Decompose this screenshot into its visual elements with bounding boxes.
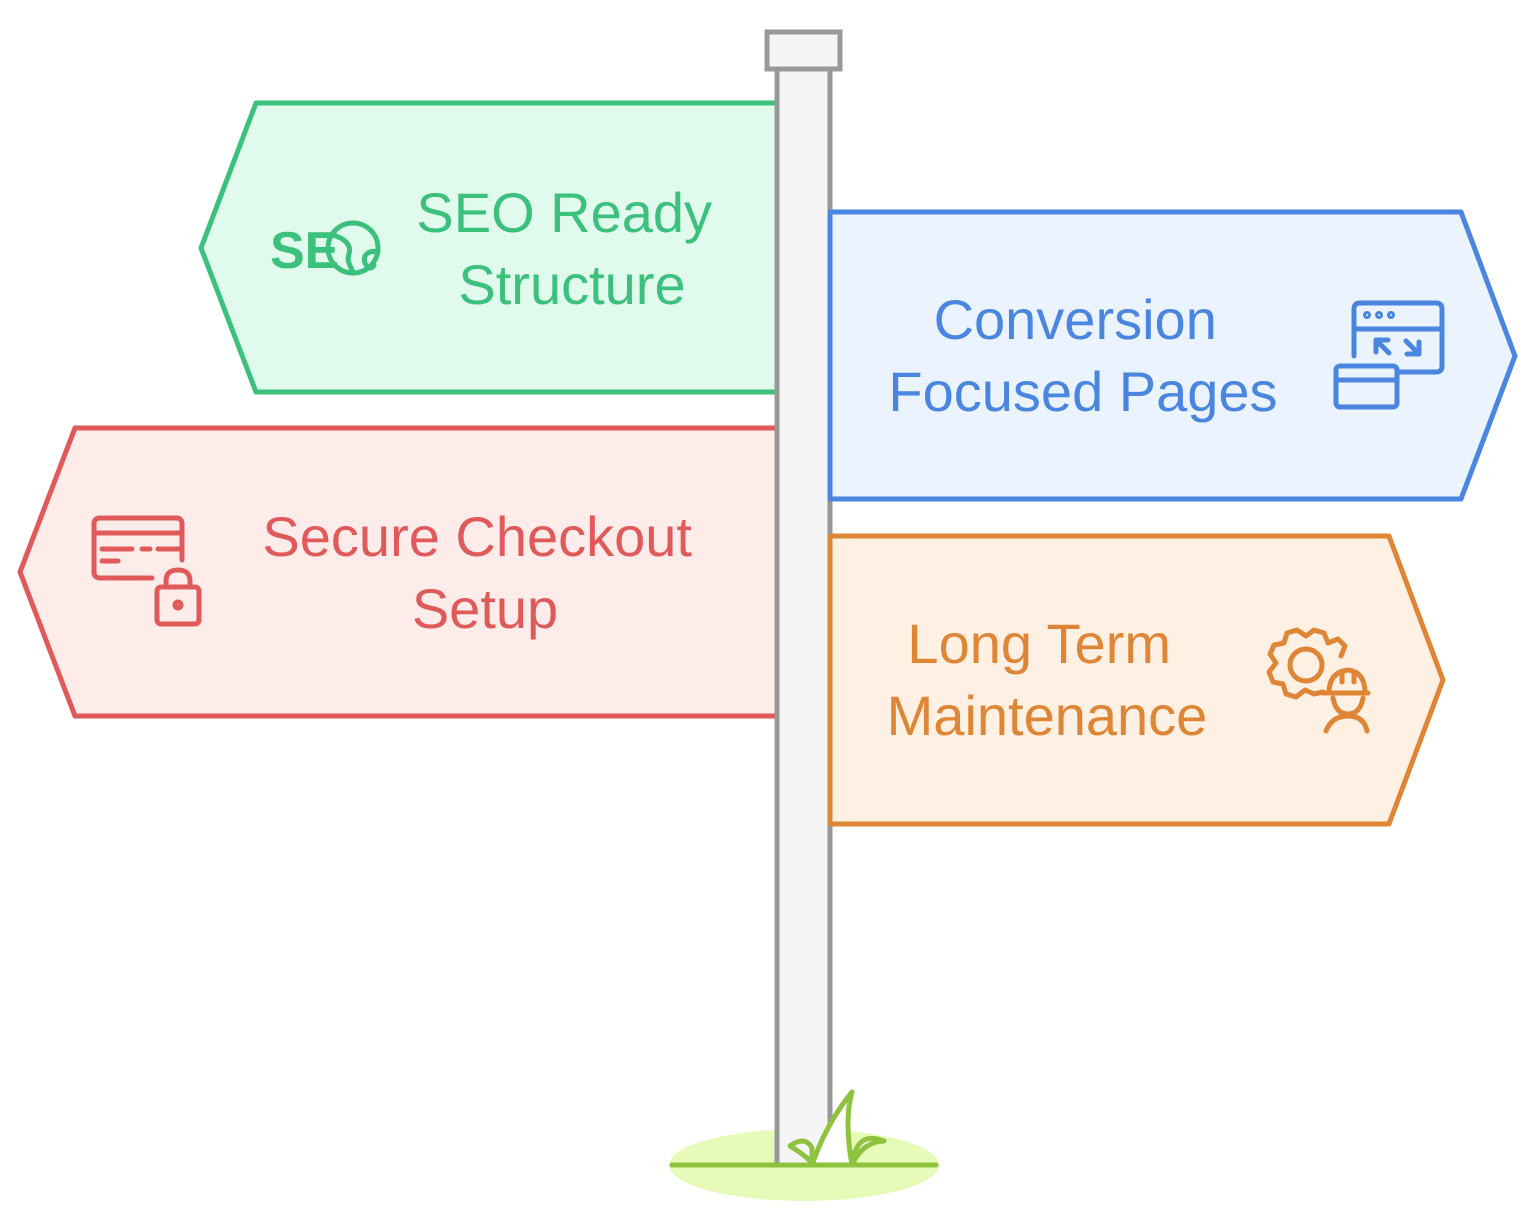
gear-worker-icon xyxy=(1266,627,1371,734)
sign-seo: SE SEO Ready Structure xyxy=(198,100,780,395)
sign-checkout-line2: Setup xyxy=(412,577,558,640)
svg-text:SEO Ready Structure: SEO Ready Structure xyxy=(416,181,727,316)
svg-text:Conversion Focused Pages: Conversion Focused Pages xyxy=(888,288,1277,423)
sign-seo-line2: Structure xyxy=(458,253,685,316)
credit-card-lock-icon xyxy=(91,515,202,627)
sign-maintenance-line2: Maintenance xyxy=(887,684,1208,747)
sign-seo-board xyxy=(198,100,780,395)
browser-windows-expand-icon xyxy=(1333,300,1445,410)
seo-globe-icon: SE xyxy=(270,220,381,280)
pole-cap xyxy=(764,29,843,72)
sign-maintenance-line1: Long Term xyxy=(907,612,1171,675)
pole-body xyxy=(774,65,833,1168)
sign-conversion-board xyxy=(827,209,1518,502)
sign-seo-line1: SEO Ready xyxy=(416,181,712,244)
sign-checkout-board xyxy=(17,425,780,719)
sign-conversion: Conversion Focused Pages xyxy=(827,209,1518,502)
svg-text:Secure Checkout Setup: Secure Checkout Setup xyxy=(262,505,707,640)
sign-checkout: Secure Checkout Setup xyxy=(17,425,780,719)
sign-maintenance: Long Term Maintenance xyxy=(827,533,1446,827)
grass-tuft xyxy=(669,1089,939,1168)
sign-conversion-line2: Focused Pages xyxy=(888,360,1277,423)
sign-maintenance-board xyxy=(827,533,1446,827)
sign-checkout-line1: Secure Checkout xyxy=(262,505,692,568)
svg-text:Long Term Maintenance: Long Term Maintenance xyxy=(887,612,1208,747)
sign-conversion-line1: Conversion xyxy=(934,288,1217,351)
